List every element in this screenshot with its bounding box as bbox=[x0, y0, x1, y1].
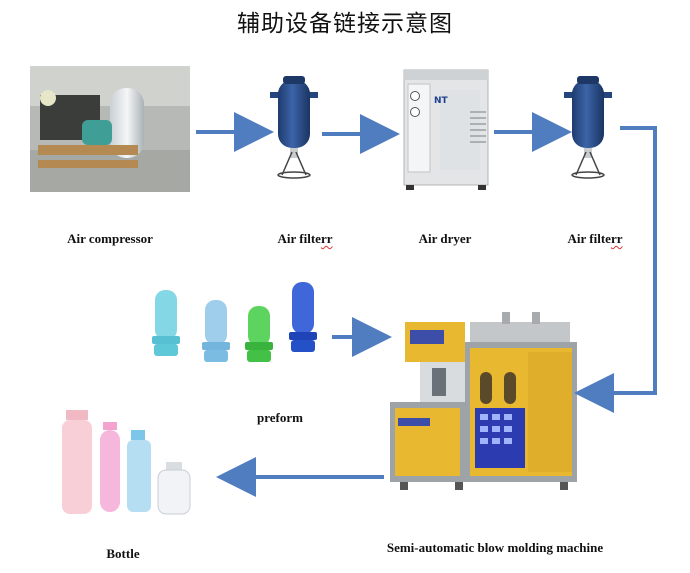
dryer-panel-logo: NT bbox=[434, 96, 448, 106]
label-air-filter-1-tail: rr bbox=[320, 231, 333, 246]
label-air-compressor: Air compressor bbox=[67, 231, 153, 246]
label-preform: preform bbox=[257, 410, 303, 425]
label-blow-molding-machine: Semi-automatic blow molding machine bbox=[386, 540, 604, 555]
flow-arrows bbox=[196, 112, 657, 497]
label-air-dryer: Air dryer bbox=[418, 231, 472, 246]
bottle-image bbox=[62, 410, 191, 515]
arrow-filter2-to-machine bbox=[574, 126, 657, 413]
air-filter-1-image bbox=[270, 76, 318, 179]
air-filter-2-image bbox=[564, 76, 612, 179]
label-bottle: Bottle bbox=[106, 546, 140, 561]
air-dryer-image bbox=[403, 69, 489, 190]
diagram-title: 辅助设备链接示意图 bbox=[237, 11, 453, 37]
label-air-filter-2-tail: rr bbox=[610, 231, 623, 246]
label-air-filter-1: Air filterr bbox=[265, 231, 345, 247]
air-compressor-image bbox=[30, 66, 190, 192]
label-air-filter-2: Air filterr bbox=[555, 231, 635, 247]
label-air-filter-2-main: Air filte bbox=[567, 231, 611, 246]
blow-molding-machine-image bbox=[390, 312, 577, 490]
label-air-filter-1-main: Air filte bbox=[277, 231, 321, 246]
preform-image bbox=[152, 282, 317, 362]
